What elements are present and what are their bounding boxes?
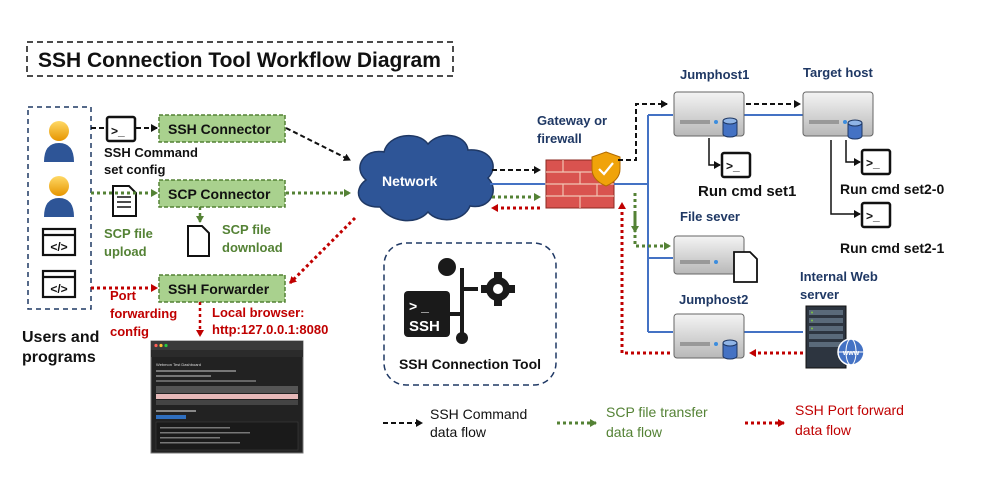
port-forwarding-note: Port [110,288,137,303]
user-icon [44,176,74,217]
database-icon [722,121,738,138]
shield-icon [591,151,621,187]
target-host-label: Target host [803,65,873,80]
terminal-icon: >_ [105,115,137,143]
diagram-title-text: SSH Connection Tool Workflow Diagram [38,49,441,72]
web-server-label: Internal Web [800,269,878,284]
ssh-tool-icon-text: SSH [409,318,440,335]
local-browser-note: Local browser: [212,305,304,320]
port-forwarding-note: config [110,324,149,339]
ssh-tool-icon: > _ SSH [404,258,515,344]
legend-scp-label: SCP file transfer [606,404,708,420]
svg-text:>_: >_ [726,159,740,173]
ssh-flow-arrow [618,100,668,161]
fwd-flow-arrow [288,216,357,285]
legend-fwd-label: SSH Port forward [795,402,904,418]
svg-text:</>: </> [50,282,67,296]
document-icon [733,251,758,283]
ssh-connector: SSH Connector [158,114,286,143]
globe-icon: www [837,338,865,366]
scp-upload-note: upload [104,244,147,259]
terminal-icon: >_ [720,151,752,179]
ssh-command-note: set config [104,162,165,177]
web-server-label: server [800,287,839,302]
run-cmd-set2-0-label: Run cmd set2-0 [840,181,944,197]
file-server: File sever [673,209,758,283]
gateway-label: Gateway or [537,113,607,128]
terminal-icon: >_ [860,201,892,229]
legend-fwd-label: data flow [795,422,852,438]
legend-ssh-label: SSH Command [430,406,527,422]
legend: SSH Command data flow SCP file transfer … [383,402,904,440]
scp-upload-note: SCP file [104,226,153,241]
code-window-icon: </> [41,269,77,299]
scp-flow-arrow [633,193,671,250]
user-icon [44,121,74,162]
jumphost2-label: Jumphost2 [679,292,748,307]
scp-connector: SCP Connector [158,179,286,208]
document-icon [112,185,137,217]
internal-web-server: Internal Web server www [800,269,878,369]
svg-text:www: www [842,350,860,357]
terminal-icon: >_ [860,148,892,176]
ssh-tool-label: SSH Connection Tool [399,356,541,372]
cmd-link [845,140,861,166]
cmd-link [830,140,861,218]
run-cmd-set1-label: Run cmd set1 [698,183,796,200]
jumphost1-server: Jumphost1 [673,67,749,138]
network-label: Network [382,173,437,189]
users-label: Users and [22,329,99,346]
ssh-flow-arrow [285,127,351,161]
browser-dashboard-screenshot: Webmon Test Dashboard [150,340,304,454]
download-document-icon [187,225,210,257]
svg-text:>_: >_ [866,209,880,223]
ssh-tool-icon-prompt: > _ [409,298,429,314]
ssh-command-note: SSH Command [104,145,198,160]
legend-scp-label: data flow [606,424,663,440]
scp-download-note: SCP file [222,222,271,237]
scp-download-note: download [222,240,283,255]
ssh-connector-label: SSH Connector [168,121,271,137]
users-label: programs [22,349,96,366]
scp-connector-label: SCP Connector [168,186,271,202]
target-host-server: Target host [802,65,874,140]
gateway-label: firewall [537,131,582,146]
dashboard-title: Webmon Test Dashboard [156,362,201,367]
file-server-label: File sever [680,209,740,224]
users-group: </> </> Users and programs [22,106,99,366]
cmd-link [708,138,721,169]
fwd-flow-arrow [618,202,670,355]
jumphost1-label: Jumphost1 [680,67,749,82]
gear-icon [481,272,515,306]
legend-ssh-label: data flow [430,424,487,440]
run-cmd-set2-1-label: Run cmd set2-1 [840,240,944,256]
code-window-icon: </> [41,227,77,257]
database-icon [722,343,738,360]
svg-text:>_: >_ [866,156,880,170]
svg-text:</>: </> [50,240,67,254]
svg-text:>_: >_ [111,124,125,138]
database-icon [847,123,863,140]
ssh-connection-tool-box: > _ SSH SSH Connection Tool [383,242,557,386]
diagram-title: SSH Connection Tool Workflow Diagram [26,41,454,77]
local-browser-note: http:127.0.0.1:8080 [212,322,328,337]
gateway-firewall: Gateway or firewall [537,113,621,209]
ssh-forwarder-label: SSH Forwarder [168,281,270,297]
host-links [614,114,803,333]
ssh-forwarder: SSH Forwarder [158,274,286,303]
network-cloud: Network [357,134,494,222]
port-forwarding-note: forwarding [110,306,177,321]
jumphost2-server: Jumphost2 [673,292,748,360]
